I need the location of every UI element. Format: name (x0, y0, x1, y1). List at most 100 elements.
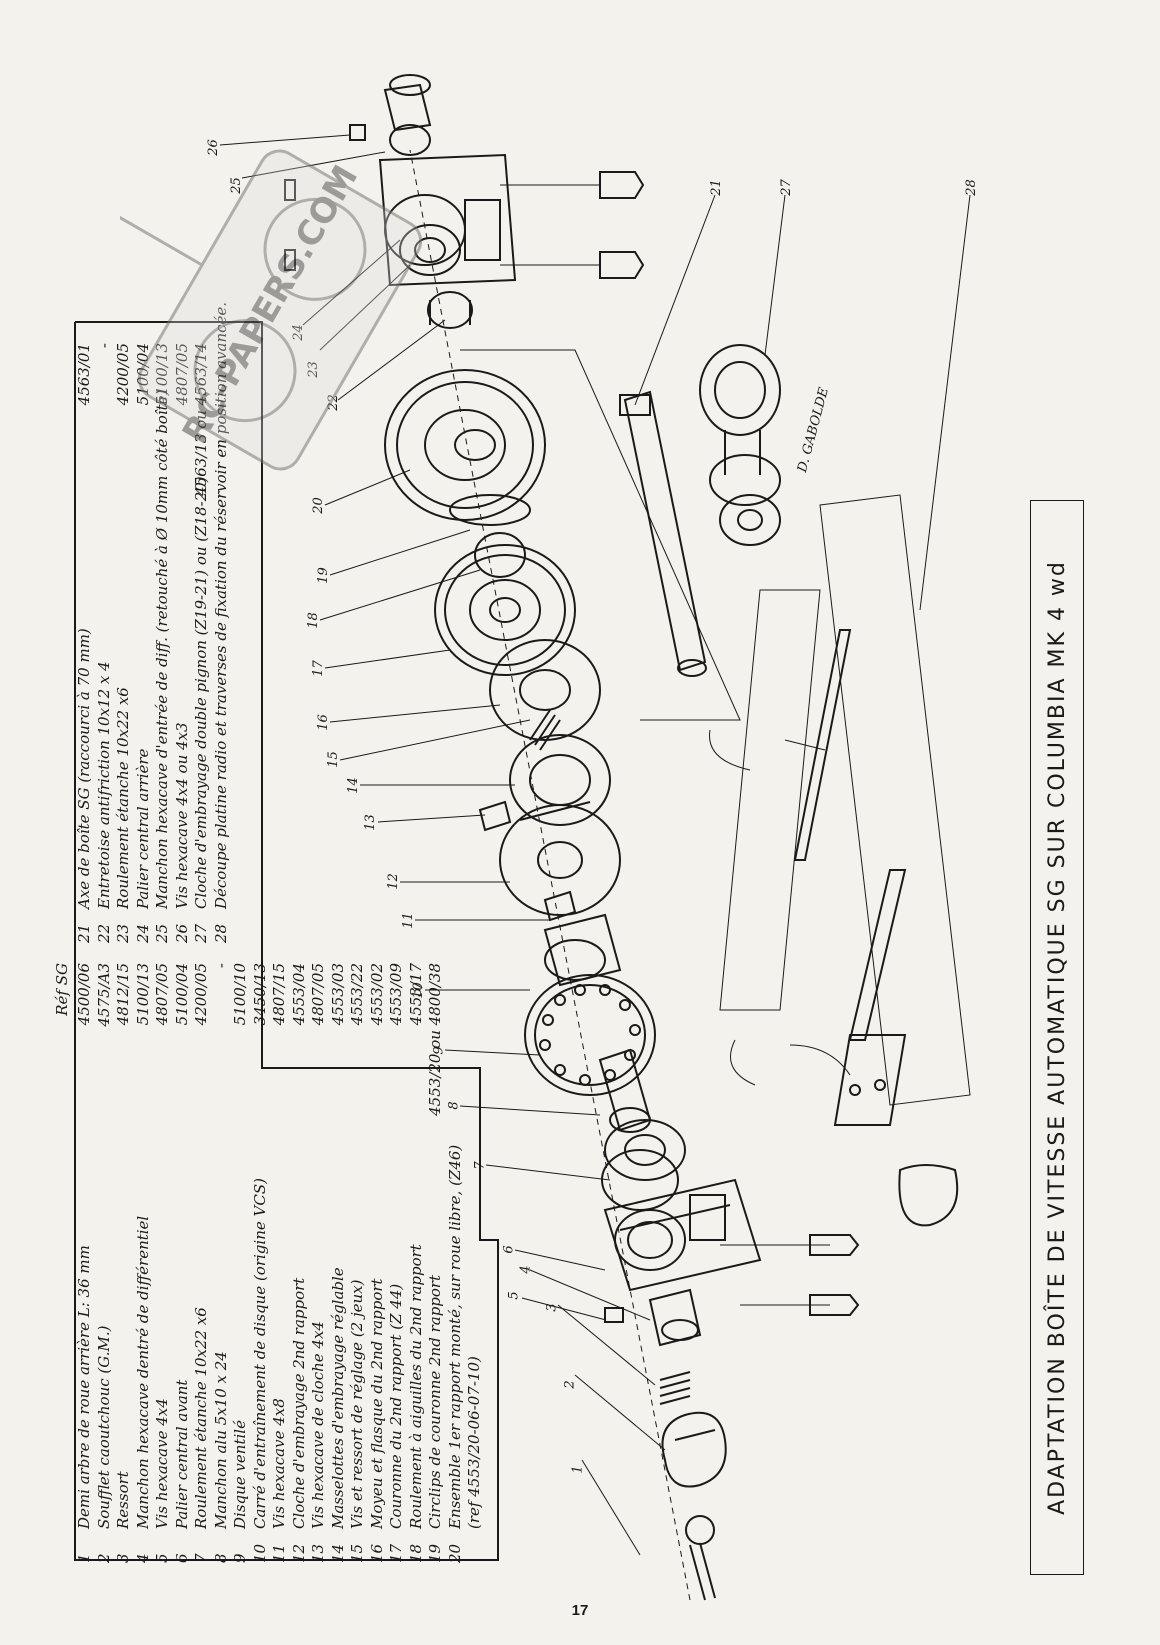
part-reference: 5100/04 (172, 963, 191, 1026)
parts-row: 3 Ressort 4812/15 (114, 963, 134, 1563)
part-description: Vis hexacave 4x8 (270, 1398, 288, 1529)
part-description: Axe de boîte SG (raccourci à 70 mm) (75, 628, 93, 909)
part-3-spring (659, 1371, 691, 1405)
part-17-crown-gear (434, 544, 576, 676)
part-15-screw-spring (529, 709, 561, 751)
callout-4: 4 (518, 1265, 534, 1274)
part-description: Soufflet caoutchouc (G.M.) (94, 1325, 113, 1529)
part-number: 9 (231, 1553, 249, 1563)
page-number: 17 (571, 1602, 589, 1619)
part-description: Cloche d'embrayage double pignon (Z19-21… (192, 476, 210, 909)
part-reference: 4553/04 (289, 963, 308, 1026)
part-description: Roulement étanche 10x22 x6 (114, 687, 132, 909)
part-number: 20 (445, 1543, 464, 1563)
callout-21: 21 (708, 179, 724, 196)
part-description: Vis hexacave 4x4 ou 4x3 (172, 722, 191, 909)
part-description: Moyeu et flasque du 2nd rapport (367, 1278, 386, 1529)
parts-row: 16 Moyeu et flasque du 2nd rapport 4553/02 (368, 963, 388, 1563)
part-reference: 4553/03 (328, 963, 347, 1026)
part-24-rear-bearing-block (378, 153, 517, 287)
part-number: 16 (367, 1543, 386, 1563)
part-description: Carré d'entraînement de disque (origine … (250, 1178, 269, 1529)
parts-row: 17 Couronne du 2nd rapport (Z 44) 4553/09 (387, 963, 407, 1563)
part-reference: - (94, 343, 113, 349)
part-description: Ensemble 1er rapport monté, sur roue lib… (445, 1144, 464, 1529)
part-number: 12 (289, 1543, 308, 1563)
part-number: 21 (75, 923, 93, 943)
part-reference: 4812/15 (114, 963, 132, 1026)
part-number: 6 (172, 1553, 191, 1563)
part-reference: 5100/13 (133, 963, 152, 1026)
part-21-shaft (619, 390, 707, 677)
part-number: 2 (94, 1553, 113, 1563)
part-number: 3 (114, 1553, 132, 1563)
callout-1: 1 (570, 1465, 586, 1474)
part-number: 15 (348, 1543, 366, 1563)
part-description: Vis et ressort de réglage (2 jeux) (348, 1279, 366, 1530)
part-6-front-bearing-block (603, 1178, 762, 1292)
part-number: 25 (153, 923, 171, 943)
part-number: 13 (309, 1543, 327, 1563)
parts-row: 2 Soufflet caoutchouc (G.M.) 4575/A3 (95, 963, 115, 1563)
part-description: Entretoise antifriction 10x12 x 4 (94, 661, 113, 909)
parts-row: 20 Ensemble 1er rapport monté, sur roue l… (446, 963, 466, 1563)
part-reference: 4807/15 (270, 963, 288, 1026)
callout-5: 5 (506, 1291, 522, 1300)
callout-6: 6 (501, 1245, 517, 1254)
part-number: 19 (426, 1543, 444, 1563)
title-box: ADAPTATION BOÎTE DE VITESSE AUTOMATIQUE … (1030, 500, 1084, 1575)
part-8-alu-sleeve (598, 1048, 652, 1133)
part-number: 1 (75, 1553, 93, 1563)
part-description: Ressort (114, 1471, 132, 1529)
part-description: Palier central avant (172, 1379, 191, 1529)
part-reference: 4553/20 ou 4800/38 (426, 963, 444, 1116)
part-14-clutch-weights (509, 734, 611, 826)
part-reference: 4553/09 (387, 963, 405, 1026)
part-20-first-gear (384, 369, 546, 521)
part-reference: 3450/13 (250, 963, 269, 1026)
part-reference: 4500/06 (75, 963, 93, 1026)
part-1-half-shaft (685, 1515, 716, 1601)
part-reference: 4553/02 (367, 963, 386, 1026)
part-27-double-pinion-bell (699, 344, 781, 546)
part-19-circlip (449, 494, 531, 526)
part-number: 8 (211, 1553, 230, 1563)
part-23-bearing (399, 224, 461, 276)
part-number: 22 (94, 923, 113, 943)
part-number: 28 (211, 923, 230, 943)
part-reference: 4200/05 (192, 963, 210, 1026)
part-number: 5 (153, 1553, 171, 1563)
part-16-hub (489, 639, 601, 741)
part-18-needle-bearing (474, 532, 526, 578)
part-description: (ref 4553/20-06-07-10) (465, 1356, 483, 1529)
part-number: 7 (192, 1553, 210, 1563)
ref-header: Réf SG (53, 963, 71, 1016)
part-number: 17 (387, 1543, 405, 1563)
part-reference: 4575/A3 (94, 963, 113, 1027)
part-reference: 4553/22 (348, 963, 366, 1026)
parts-row: (ref 4553/20-06-07-10) (465, 963, 485, 1563)
part-number: 23 (114, 923, 132, 943)
part-7-bearing (601, 1119, 686, 1211)
part-description: Couronne du 2nd rapport (Z 44) (387, 1283, 405, 1529)
part-reference: 5100/10 (231, 963, 249, 1026)
part-25-hex-sleeve (389, 124, 431, 156)
watermark-logo: RC-PAPERS.COM (120, 149, 423, 471)
part-number: 26 (172, 923, 191, 943)
part-10-square-drive (543, 913, 622, 987)
parts-row: 22 Entretoise antifriction 10x12 x 4 - (95, 343, 115, 943)
